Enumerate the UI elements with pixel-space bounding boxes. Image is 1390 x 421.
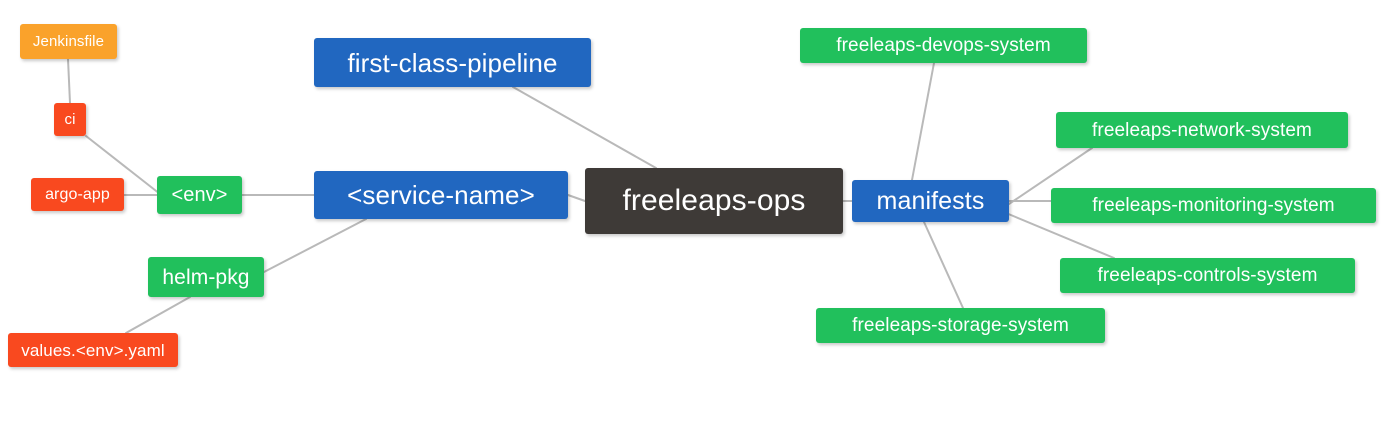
edge-manifests-to-freeleaps-devops-system [911, 62, 935, 181]
node-argo-app[interactable]: argo-app [31, 178, 124, 211]
node-manifests[interactable]: manifests [852, 180, 1009, 222]
edge-first-class-pipeline-to-freeleaps-ops [512, 86, 657, 169]
node-first-class-pipeline[interactable]: first-class-pipeline [314, 38, 591, 87]
edge-helm-pkg-to-values-env-yaml [125, 296, 191, 334]
edge-jenkinsfile-to-ci [67, 58, 71, 104]
edge-service-name-to-freeleaps-ops [567, 194, 586, 202]
node-service-name[interactable]: <service-name> [314, 171, 568, 219]
node-helm-pkg[interactable]: helm-pkg [148, 257, 264, 297]
node-env[interactable]: <env> [157, 176, 242, 214]
node-freeleaps-network-system[interactable]: freeleaps-network-system [1056, 112, 1348, 148]
node-freeleaps-controls-system[interactable]: freeleaps-controls-system [1060, 258, 1355, 293]
node-freeleaps-ops[interactable]: freeleaps-ops [585, 168, 843, 234]
node-jenkinsfile[interactable]: Jenkinsfile [20, 24, 117, 59]
node-ci[interactable]: ci [54, 103, 86, 136]
node-freeleaps-devops-system[interactable]: freeleaps-devops-system [800, 28, 1087, 63]
edge-manifests-to-freeleaps-storage-system [923, 221, 964, 309]
node-freeleaps-monitoring-system[interactable]: freeleaps-monitoring-system [1051, 188, 1376, 223]
edge-service-name-to-helm-pkg [263, 218, 367, 273]
node-freeleaps-storage-system[interactable]: freeleaps-storage-system [816, 308, 1105, 343]
node-values-env-yaml[interactable]: values.<env>.yaml [8, 333, 178, 367]
